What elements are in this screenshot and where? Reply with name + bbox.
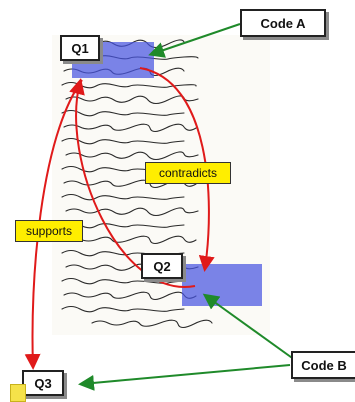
contradicts-arrow: [139, 67, 215, 272]
code-b-arrow-to-q2: [202, 293, 296, 361]
q2-label[interactable]: Q2: [141, 253, 183, 279]
code-a-arrow: [148, 23, 241, 58]
q2-to-q1-arrow: [69, 78, 196, 288]
code-b-label[interactable]: Code B: [291, 351, 355, 379]
supports-arrow: [24, 79, 83, 370]
supports-label[interactable]: supports: [15, 220, 83, 242]
contradicts-label[interactable]: contradicts: [145, 162, 231, 184]
code-b-arrow-to-q3: [78, 364, 291, 391]
sticky-note-icon[interactable]: [10, 384, 26, 402]
q3-label[interactable]: Q3: [22, 370, 64, 396]
q2-highlight[interactable]: [182, 264, 262, 306]
q1-label[interactable]: Q1: [60, 35, 100, 61]
code-a-label[interactable]: Code A: [240, 9, 326, 37]
